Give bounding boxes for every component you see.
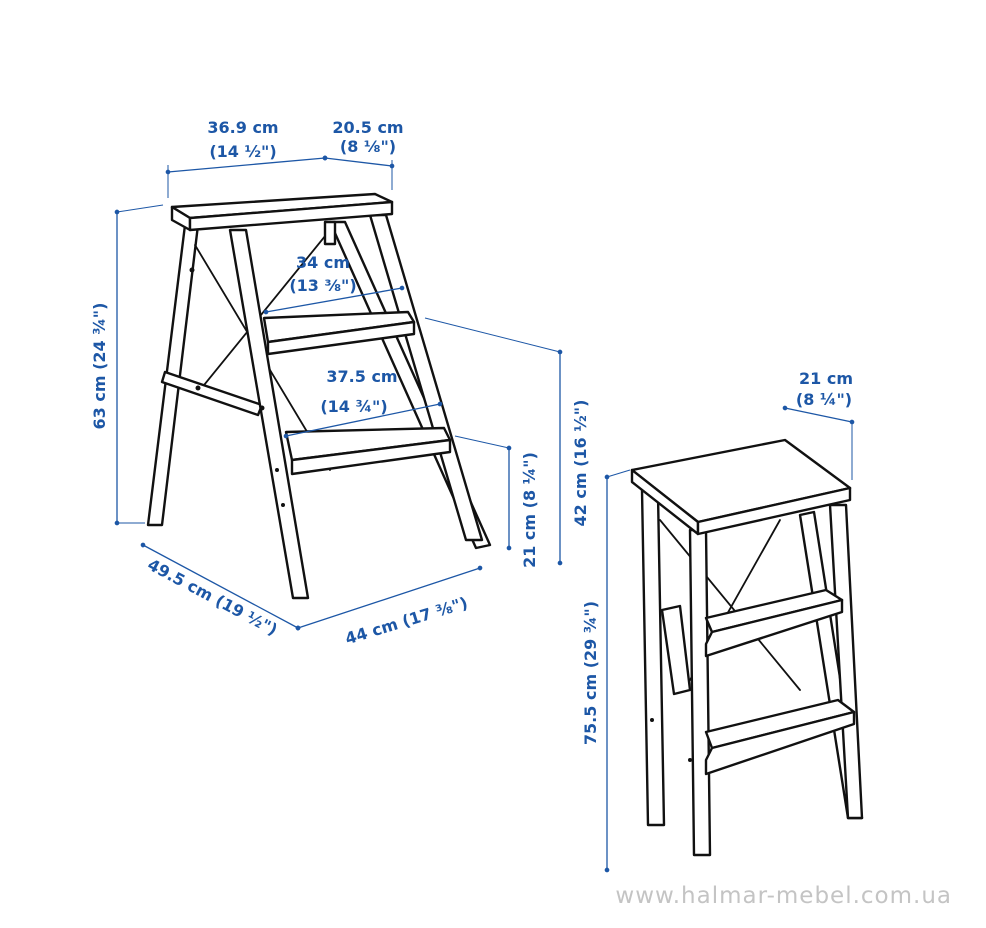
step1-height-label: 21 cm (8 ¼") (520, 452, 539, 568)
watermark-text: www.halmar-mebel.com.ua (615, 883, 952, 909)
folded-step-stool-illustration (630, 438, 864, 857)
folded-depth-imperial-label: (8 ¼") (796, 390, 852, 409)
step1-width-metric-label: 34 cm (296, 253, 350, 272)
step2-height-label: 42 cm (16 ½") (571, 400, 590, 527)
folded-height-label: 75.5 cm (29 ¾") (581, 601, 600, 745)
folded-depth-metric-label: 21 cm (799, 369, 853, 388)
height-label: 63 cm (24 ¾") (90, 303, 109, 430)
top-width-metric-label: 36.9 cm (207, 118, 278, 137)
step2-width-metric-label: 37.5 cm (326, 367, 397, 386)
step2-width-imperial-label: (14 ¾") (320, 397, 387, 416)
step1-width-imperial-label: (13 ⅜") (289, 276, 356, 295)
top-width-imperial-label: (14 ½") (209, 142, 276, 161)
base-width-label: 44 cm (17 ⅜") (343, 593, 470, 648)
dimension-lines (114, 155, 855, 873)
base-depth-label: 49.5 cm (19 ½") (144, 555, 280, 639)
top-depth-metric-label: 20.5 cm (332, 118, 403, 137)
top-depth-imperial-label: (8 ⅛") (340, 137, 396, 156)
